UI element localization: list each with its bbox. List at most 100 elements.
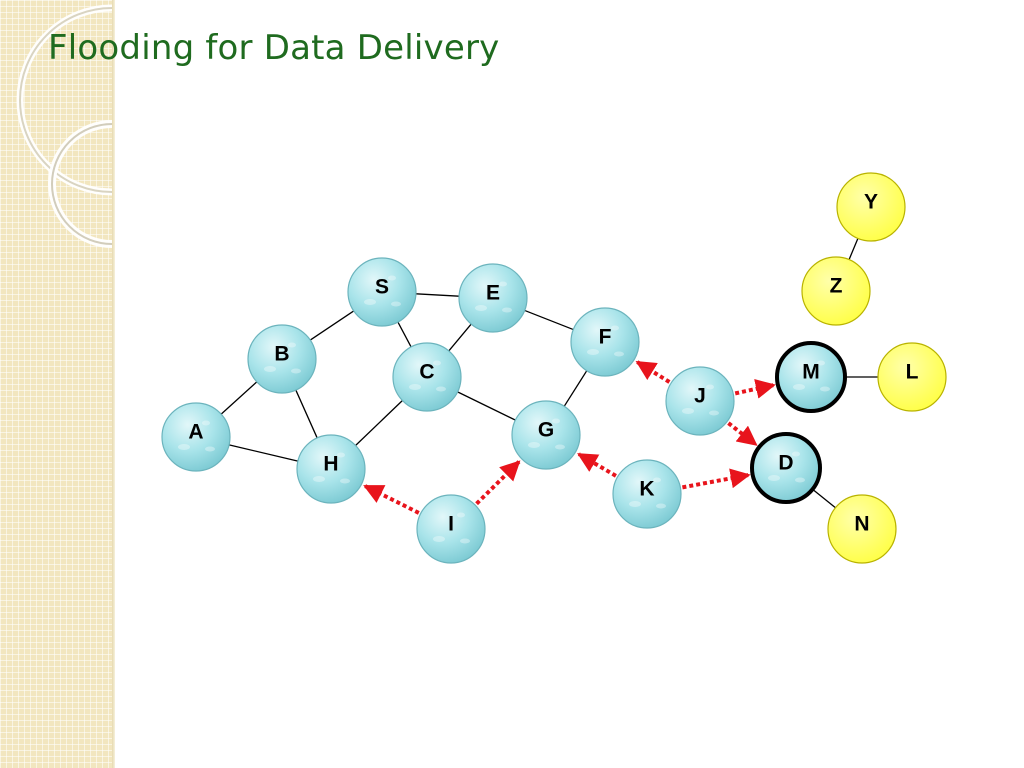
node-label-f: F — [599, 326, 612, 349]
transmission-arrow-j-to-f — [635, 360, 671, 384]
node-s: S — [347, 257, 417, 327]
node-label-k: K — [639, 478, 654, 501]
node-texture — [792, 451, 800, 457]
node-l: L — [877, 342, 947, 412]
node-texture — [291, 368, 301, 374]
node-c: C — [392, 342, 462, 412]
node-b: B — [247, 324, 317, 394]
node-texture — [364, 299, 376, 305]
node-label-y: Y — [864, 191, 878, 214]
node-texture — [502, 307, 512, 313]
node-g: G — [511, 400, 581, 470]
node-texture — [460, 538, 470, 544]
node-circle-z — [801, 256, 871, 326]
node-circle-d — [750, 432, 822, 504]
node-texture — [587, 349, 599, 355]
transmission-arrow-k-to-d — [682, 468, 751, 490]
node-circle-k — [612, 459, 682, 529]
node-circle-y — [836, 172, 906, 242]
node-texture — [614, 351, 624, 357]
node-texture — [528, 442, 540, 448]
node-texture — [629, 501, 641, 507]
node-circle-n — [827, 494, 897, 564]
node-texture — [202, 420, 210, 426]
node-circle-g — [511, 400, 581, 470]
node-texture — [288, 342, 296, 348]
link-b-a — [220, 381, 258, 415]
link-e-f — [524, 309, 574, 331]
node-texture — [768, 475, 780, 481]
node-label-c: C — [419, 361, 434, 384]
node-i: I — [416, 494, 486, 564]
node-texture — [820, 386, 830, 392]
transmission-arrow-i-to-h — [363, 484, 420, 515]
link-c-h — [355, 400, 403, 446]
node-texture — [817, 360, 825, 366]
node-label-z: Z — [830, 275, 843, 298]
node-label-g: G — [538, 419, 554, 442]
node-texture — [709, 410, 719, 416]
node-texture — [433, 536, 445, 542]
node-a: A — [161, 402, 231, 472]
node-texture — [552, 418, 560, 424]
node-h: H — [296, 434, 366, 504]
node-texture — [313, 476, 325, 482]
node-circle-e — [458, 263, 528, 333]
node-d: D — [750, 432, 822, 504]
node-z: Z — [801, 256, 871, 326]
node-label-l: L — [906, 361, 919, 384]
node-circle-j — [665, 366, 735, 436]
node-n: N — [827, 494, 897, 564]
links-layer — [220, 238, 878, 509]
link-a-h — [228, 444, 299, 462]
node-label-d: D — [778, 452, 793, 475]
node-circle-l — [877, 342, 947, 412]
link-e-c — [448, 323, 472, 352]
node-label-i: I — [448, 513, 454, 536]
nodes-layer: S E B C F A G H I J K M D Y Z L N — [161, 172, 947, 564]
node-circle-h — [296, 434, 366, 504]
node-texture — [391, 301, 401, 307]
node-texture — [264, 366, 276, 372]
transmission-arrow-i-to-g — [475, 460, 521, 506]
node-texture — [795, 477, 805, 483]
node-label-n: N — [854, 513, 869, 536]
node-texture — [436, 386, 446, 392]
node-circle-c — [392, 342, 462, 412]
node-label-m: M — [802, 361, 820, 384]
node-texture — [340, 478, 350, 484]
node-texture — [555, 444, 565, 450]
transmission-arrow-k-to-g — [577, 452, 617, 478]
node-circle-m — [775, 341, 847, 413]
node-texture — [682, 408, 694, 414]
node-circle-f — [570, 307, 640, 377]
node-circle-s — [347, 257, 417, 327]
node-texture — [409, 384, 421, 390]
link-s-e — [415, 293, 460, 297]
node-texture — [475, 305, 487, 311]
node-texture — [178, 444, 190, 450]
node-m: M — [775, 341, 847, 413]
link-s-b — [309, 310, 355, 341]
transmission-arrow-j-to-d — [727, 421, 758, 447]
decorative-rings — [16, 4, 113, 248]
node-texture — [433, 360, 441, 366]
node-label-j: J — [694, 385, 706, 408]
transmissions-layer — [363, 360, 776, 515]
node-texture — [457, 512, 465, 518]
node-texture — [706, 384, 714, 390]
node-texture — [499, 281, 507, 287]
link-b-h — [295, 389, 318, 439]
node-label-b: B — [274, 343, 289, 366]
node-y: Y — [836, 172, 906, 242]
node-e: E — [458, 263, 528, 333]
node-label-s: S — [375, 276, 389, 299]
node-f: F — [570, 307, 640, 377]
node-texture — [205, 446, 215, 452]
link-y-z — [848, 238, 859, 260]
node-texture — [793, 384, 805, 390]
node-label-a: A — [188, 421, 203, 444]
node-texture — [656, 503, 666, 509]
transmission-arrow-j-to-m — [734, 379, 776, 399]
